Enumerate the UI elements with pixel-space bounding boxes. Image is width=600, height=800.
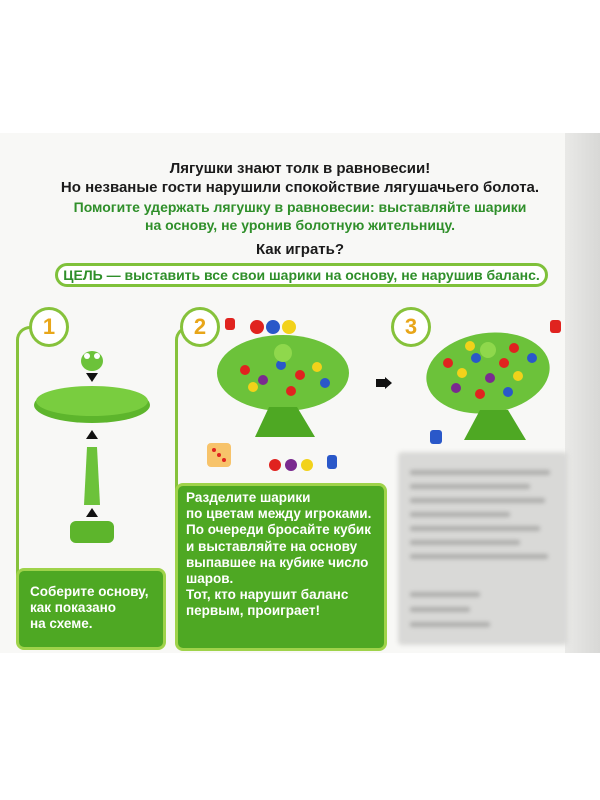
arrow-down-icon xyxy=(86,373,98,382)
player-figure-blue-icon xyxy=(327,455,337,469)
frog-on-platform-icon xyxy=(274,344,292,362)
step2-line-2: по цветам между игроками. xyxy=(186,506,372,522)
step2-line-7: Тот, кто нарушит баланс xyxy=(186,587,349,603)
step1-line-3: на схеме. xyxy=(30,616,93,631)
arrow-up-icon-2 xyxy=(86,508,98,517)
stand-icon-3 xyxy=(464,410,526,440)
goal-label: ЦЕЛЬ xyxy=(63,267,103,283)
step2-line-1: Разделите шарики xyxy=(186,490,311,505)
step2-line-6: шаров. xyxy=(186,571,234,587)
step2-line-5: выпавшее на кубике число xyxy=(186,554,369,570)
frog-top-icon xyxy=(480,342,496,358)
step2-game-illustration xyxy=(207,318,349,471)
step3-result-illustration xyxy=(426,320,561,444)
arrow-up-icon xyxy=(86,430,98,439)
step-1-number: 1 xyxy=(29,307,69,347)
subtitle-line-1: Помогите удержать лягушку в равновесии: … xyxy=(73,199,527,215)
blurred-info-label xyxy=(398,452,568,645)
step1-line-2: как показано xyxy=(30,600,117,615)
goal-banner: ЦЕЛЬ — выставить все свои шарики на осно… xyxy=(55,263,548,287)
step1-panel-outline xyxy=(16,326,39,579)
step2-instruction-box: Разделите шарики по цветам между игрокам… xyxy=(175,483,387,651)
headline-line-1: Лягушки знают толк в равновесии! xyxy=(169,160,431,177)
player-figure-blue-icon-2 xyxy=(430,430,442,444)
step2-line-4: и выставляйте на основу xyxy=(186,538,358,554)
stand-base-icon xyxy=(70,521,114,543)
step1-assembly-illustration xyxy=(34,351,150,543)
player-figure-red-icon-2 xyxy=(550,320,561,333)
step2-line-3: По очереди бросайте кубик xyxy=(186,522,371,538)
headline-line-2: Но незваные гости нарушили спокойствие л… xyxy=(60,179,540,196)
step2-panel-outline xyxy=(175,326,190,491)
step2-line-8: первым, проиграет! xyxy=(186,603,320,619)
player-figure-red-icon xyxy=(225,318,235,330)
tilted-platform-icon xyxy=(426,332,550,414)
box-edge xyxy=(565,133,600,653)
stand-icon xyxy=(255,407,315,437)
full-balls-icon xyxy=(443,341,537,399)
goal-text: — выставить все свои шарики на основу, н… xyxy=(102,267,540,283)
tree-platform-icon xyxy=(217,335,349,411)
how-to-play-heading: Как играть? xyxy=(255,241,345,258)
subtitle-line-2: на основу, не уронив болотную жительницу… xyxy=(145,217,455,233)
stand-pillar-icon xyxy=(84,447,100,505)
arrow-right-icon xyxy=(376,377,392,389)
balls-on-platform-icon xyxy=(240,360,330,396)
frog-icon xyxy=(81,351,103,371)
step1-line-1: Соберите основу, xyxy=(30,584,149,599)
step-2-number: 2 xyxy=(180,307,220,347)
step1-instruction-box: Соберите основу, как показано на схеме. xyxy=(16,568,166,650)
step-3-number: 3 xyxy=(391,307,431,347)
